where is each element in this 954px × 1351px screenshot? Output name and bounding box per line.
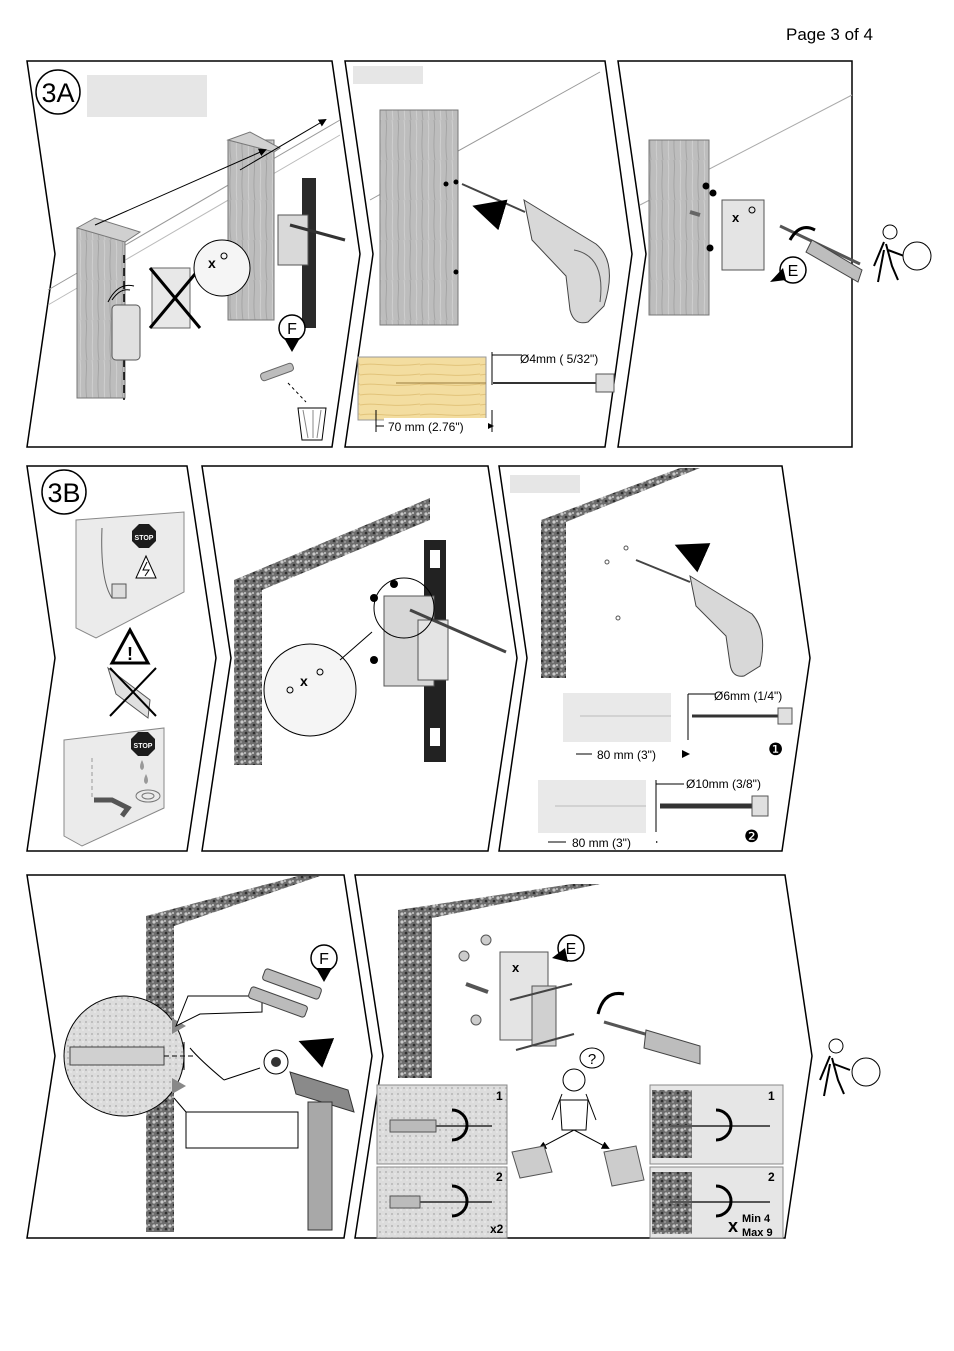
drill-1-depth: 80 mm (3"): [597, 748, 656, 762]
panel-3b-drill: Ø6mm (1/4") 80 mm (3") ❶ Ø10mm (3/8") 80…: [498, 465, 811, 852]
block-x: x: [728, 1216, 738, 1236]
callout-e-3a: E: [788, 263, 799, 280]
drill-icon: [523, 198, 610, 324]
panel-anchor-insert: F: [26, 874, 373, 1239]
drill-1-number: ❶: [768, 740, 783, 759]
hinge-bracket: [721, 199, 765, 271]
panel-bracket-fix: x E ?: [354, 874, 813, 1239]
callout-e-badge: [779, 256, 807, 284]
svg-text:x: x: [300, 673, 308, 689]
hollow-step-1: 1: [496, 1089, 503, 1103]
hollow-block-icon: [511, 1145, 553, 1179]
stop-sign-2: STOP: [134, 743, 153, 750]
callout-e-bottom: E: [566, 941, 577, 958]
svg-text:!: !: [127, 644, 133, 664]
hollow-step-2: 2: [496, 1170, 503, 1184]
panel-3a-drill: Ø4mm ( 5/32") 70 mm (2.76"): [344, 60, 633, 448]
warning-icon: [109, 626, 151, 665]
page-number: Page 3 of 4: [786, 25, 873, 44]
block-max: Max 9: [742, 1227, 773, 1239]
stop-sign-1: STOP: [135, 535, 154, 542]
wall-plug: [260, 362, 294, 382]
direction-arrow: [472, 199, 508, 231]
block-min: Min 4: [742, 1213, 771, 1225]
receiver-device: [111, 304, 141, 361]
row-3b: 3B STOP ! STOP: [26, 465, 811, 852]
thinking-person-icon: ?: [538, 1047, 610, 1149]
svg-text:x: x: [208, 255, 216, 271]
drill-2-depth: 80 mm (3"): [572, 836, 631, 850]
drill-2-diameter: Ø10mm (3/8"): [686, 777, 761, 791]
drill-depth-3a: 70 mm (2.76"): [388, 420, 464, 434]
block-step-2: 2: [768, 1170, 775, 1184]
step-badge-3a: [35, 69, 81, 115]
row-3a: 3A x: [26, 60, 932, 448]
hammer-icon: [289, 1071, 355, 1113]
question-mark: ?: [588, 1051, 596, 1068]
svg-text:x: x: [512, 960, 520, 975]
stop-sign-icon: [132, 524, 156, 548]
faucet-icon: [94, 797, 132, 818]
svg-text:x: x: [732, 210, 740, 225]
step-label-3a: 3A: [41, 78, 74, 108]
panel-3b-safety: 3B STOP ! STOP: [26, 465, 217, 852]
step-label-3b: 3B: [47, 478, 80, 508]
redacted-label-box: [87, 75, 207, 117]
masonry-wall: [234, 498, 430, 765]
screwdriver-bottom: [643, 1029, 701, 1065]
drill-diameter-3a: Ø4mm ( 5/32"): [520, 352, 598, 366]
solid-block-icon: [603, 1145, 645, 1187]
callout-box-bottom: [185, 1111, 299, 1149]
callout-f-bottom: F: [319, 951, 329, 968]
callout-f-3a: F: [287, 321, 297, 338]
plank-cross-section: [357, 356, 487, 421]
block-wall-steps: 1 2 x Min 4 Max 9: [649, 1084, 784, 1239]
panel-3a-measure: 3A x: [26, 60, 361, 448]
zoom-detail: [263, 643, 357, 737]
drill-2-number: ❷: [744, 827, 759, 846]
wood-post: [379, 109, 459, 326]
hollow-count: x2: [490, 1222, 504, 1236]
hollow-wall-steps: 1 2 x2: [376, 1084, 508, 1239]
row-3-mounting: F x E: [26, 874, 881, 1239]
walking-person-icon: [873, 224, 932, 283]
drill-1-diameter: Ø6mm (1/4"): [714, 689, 782, 703]
panel-3a-screw: x E: [617, 60, 863, 448]
panel-3b-template: x: [201, 465, 518, 852]
walking-person-icon-bottom: [819, 1038, 881, 1097]
block-step-1: 1: [768, 1089, 775, 1103]
trash-bin-icon: [297, 407, 327, 441]
